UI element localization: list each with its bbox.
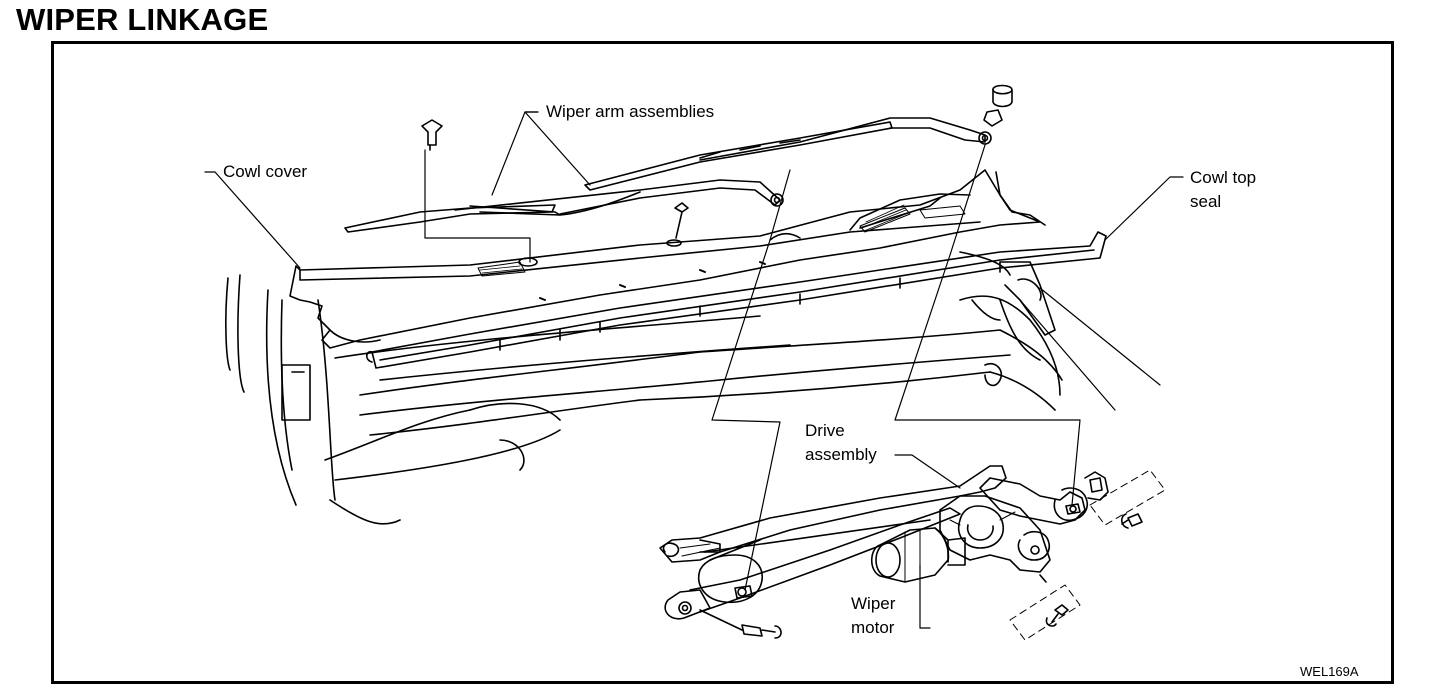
cowl-fasteners — [421, 84, 1013, 267]
cowl-top-seal-part — [365, 231, 1107, 369]
page-title: WIPER LINKAGE — [16, 2, 269, 37]
vehicle-body-outline — [225, 251, 1063, 525]
wiper-arm-right — [584, 117, 992, 191]
label-cowl-top-seal-line2: seal — [1190, 192, 1222, 211]
leader-lines — [204, 111, 1184, 629]
figure-code: WEL169A — [1300, 664, 1359, 679]
mounting-bolts — [699, 469, 1166, 641]
cowl-cover-part — [289, 169, 1046, 349]
wiper-motor-part — [870, 527, 966, 583]
drive-assembly-part — [659, 465, 1109, 620]
label-cowl-cover: Cowl cover — [223, 162, 308, 181]
label-wiper-arm-assemblies: Wiper arm assemblies — [546, 102, 715, 121]
label-drive-line1: Drive — [805, 421, 845, 440]
wiper-arm-left — [344, 179, 784, 233]
label-cowl-top-seal-line1: Cowl top — [1190, 168, 1257, 187]
label-drive-line2: assembly — [805, 445, 877, 464]
diagram-frame — [51, 41, 1394, 684]
label-wiper-motor-line2: motor — [851, 618, 895, 637]
label-wiper-motor-line1: Wiper — [851, 594, 896, 613]
